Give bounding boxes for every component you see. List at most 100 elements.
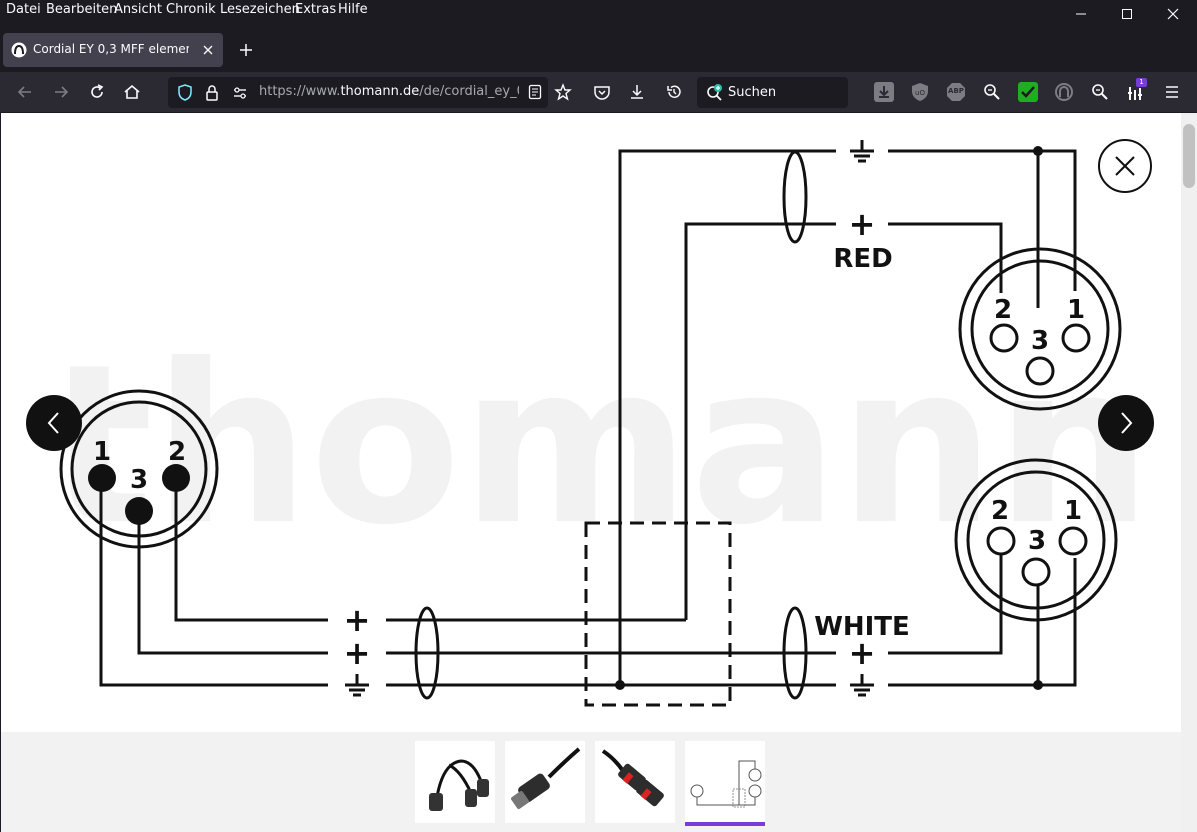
left-pin2: [162, 464, 190, 492]
menu-bar: Datei Bearbeiten Ansicht Chronik Lesezei…: [0, 0, 1197, 30]
menu-ansicht[interactable]: Ansicht: [114, 2, 163, 17]
left-pin1: [88, 464, 116, 492]
ghost-icon: [1055, 83, 1073, 101]
star-icon: [554, 83, 572, 101]
wire-left-pin3: [137, 511, 328, 655]
home-button[interactable]: [118, 78, 146, 106]
cable-sleeve-top: [782, 150, 808, 244]
ublock-shield-icon: uO: [912, 83, 928, 101]
top-right-connector-inner: [970, 259, 1110, 399]
wiring-diagram: thomann: [48, 140, 1152, 707]
plus-icon: [240, 44, 252, 56]
url-text: https://www.thomann.de/de/cordial_ey_03: [259, 84, 519, 99]
wire-bottom-right-ground: [888, 558, 1077, 687]
previous-image-button[interactable]: [26, 395, 82, 451]
home-icon: [124, 84, 140, 99]
plus-left-mid: +: [344, 634, 371, 672]
abp-octagon-icon: [947, 83, 965, 101]
menu-extras[interactable]: Extras: [295, 2, 337, 17]
top-right-pin3: [1025, 356, 1055, 386]
bottom-right-connector-outer: [954, 458, 1118, 622]
zoom-icon[interactable]: [982, 82, 1002, 102]
thumbnail-strip: [1, 732, 1181, 832]
menu-chronik[interactable]: Chronik: [166, 2, 216, 17]
permissions-icon[interactable]: [232, 85, 248, 101]
left-pin3-label: 3: [130, 465, 148, 495]
back-button[interactable]: [11, 78, 39, 106]
plus-top: +: [849, 205, 876, 243]
menu-datei[interactable]: Datei: [6, 2, 41, 17]
ground-symbol-bottom-right: [850, 674, 874, 697]
equalizer-icon: [1128, 87, 1142, 100]
url-bar[interactable]: https://www.thomann.de/de/cordial_ey_03: [168, 77, 548, 108]
app-menu-button[interactable]: [1158, 78, 1186, 106]
thumbnail-1[interactable]: [415, 741, 495, 823]
downloads-button[interactable]: [623, 78, 651, 106]
top-right-pin1: [1061, 323, 1091, 353]
ublock-icon[interactable]: uO: [910, 82, 930, 102]
thumbnail-2[interactable]: [505, 741, 585, 823]
menu-bearbeiten[interactable]: Bearbeiten: [46, 2, 118, 17]
white-label: WHITE: [814, 612, 910, 642]
ext-download-glyph-icon: [879, 86, 889, 98]
junction-dot-top-right: [1033, 146, 1043, 156]
thumbnail-3-connectors-icon: [601, 749, 664, 807]
window-close-icon: [1167, 8, 1179, 20]
maximize-button[interactable]: [1104, 0, 1150, 28]
adblock-plus-icon[interactable]: ABP: [946, 82, 966, 102]
shield-icon[interactable]: [177, 84, 193, 102]
menu-lesezeichen[interactable]: Lesezeichen: [220, 2, 300, 17]
reload-button[interactable]: [83, 78, 111, 106]
lightbox-close-button[interactable]: [1098, 139, 1152, 193]
bottom-right-pin1: [1058, 526, 1088, 556]
thumbnail-3[interactable]: [595, 741, 675, 823]
search-bar[interactable]: Suchen: [697, 77, 848, 108]
wire-bottom-right-pin2: [888, 553, 1003, 655]
wire-top-right-ground: [888, 149, 1077, 291]
bottom-right-pin3: [1021, 557, 1051, 587]
zoom-out-icon[interactable]: [1090, 82, 1110, 102]
lock-icon[interactable]: [205, 84, 219, 102]
pocket-button[interactable]: [588, 78, 616, 106]
hamburger-icon: [1166, 86, 1178, 98]
window-close-button[interactable]: [1150, 0, 1196, 28]
new-tab-button[interactable]: [232, 36, 260, 64]
tab-close-icon[interactable]: [202, 44, 214, 56]
image-lightbox: [1, 113, 1181, 832]
forward-button[interactable]: [47, 78, 75, 106]
minimize-button[interactable]: [1058, 0, 1104, 28]
junction-dot-bottom-right: [1033, 680, 1043, 690]
equalizer-extension-icon[interactable]: 1: [1126, 78, 1147, 102]
chevron-left-icon: [47, 412, 59, 434]
thumbnail-4-diagram-icon: [690, 760, 762, 808]
extension-badge: 1: [1136, 78, 1147, 87]
next-image-button[interactable]: [1098, 395, 1154, 451]
red-label: RED: [833, 244, 892, 274]
bottom-right-pin2: [986, 526, 1016, 556]
wire-ground-riser: [618, 149, 836, 685]
svg-text:uO: uO: [915, 89, 925, 97]
history-button[interactable]: [660, 78, 688, 106]
maximize-icon: [1122, 9, 1132, 19]
checkmark-extension-icon[interactable]: [1018, 82, 1038, 102]
scrollbar-thumb[interactable]: [1183, 124, 1195, 188]
url-path: /de/cordial_ey_03: [419, 84, 519, 99]
top-right-connector-outer: [958, 247, 1122, 411]
bookmark-button[interactable]: [549, 78, 577, 106]
privacy-extension-icon[interactable]: [1054, 82, 1074, 102]
url-host: thomann.de: [340, 84, 420, 99]
scrollbar-track[interactable]: [1181, 113, 1197, 832]
wire-top-right-pin2: [888, 222, 1003, 293]
reload-icon: [91, 84, 104, 98]
tab-active[interactable]: Cordial EY 0,3 MFF elements – M: [3, 33, 223, 67]
magnifier-icon: [984, 84, 1000, 100]
thumbnail-4-active[interactable]: [685, 741, 765, 823]
menu-hilfe[interactable]: Hilfe: [338, 2, 368, 17]
left-pin2-label: 2: [168, 437, 186, 467]
ground-symbol-top: [850, 140, 874, 163]
favicon-icon: [11, 42, 27, 58]
reader-icon[interactable]: [528, 84, 542, 100]
search-icon: [707, 84, 722, 101]
extension-download-icon[interactable]: [874, 82, 894, 102]
close-icon: [1115, 156, 1135, 176]
